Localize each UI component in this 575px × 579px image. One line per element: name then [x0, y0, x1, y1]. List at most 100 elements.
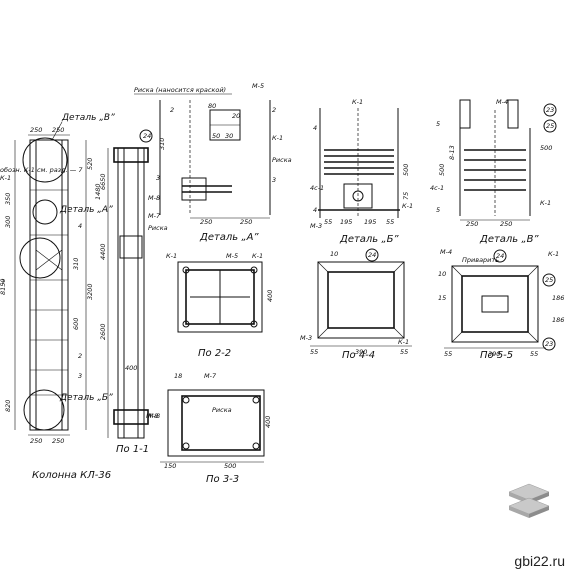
column-detail-v-label: Деталь „В”	[61, 113, 115, 123]
detV-caption: Деталь „В”	[479, 234, 539, 245]
detV-dim-500: 500	[438, 164, 446, 176]
detA-riska2: Риска	[272, 156, 292, 164]
section-4-4: 10 24 М-3 К-1 55 390 55 По 4-4	[300, 248, 412, 361]
s55-dim-10: 10	[438, 270, 446, 278]
s22-k1b: К-1	[252, 252, 263, 260]
detB-sec4b: 4	[313, 206, 317, 214]
column-caption: Колонна КЛ-36	[32, 470, 111, 481]
s55-weld-note: Приварить	[462, 256, 499, 264]
detA-dim-250b: 250	[240, 218, 252, 226]
section-3-3: 18 М-7 Риска М-8 400 150 500 По 3-3	[148, 372, 272, 485]
column-dim-820: 820	[4, 400, 12, 412]
detA-riska: Риска	[148, 224, 168, 232]
s22-caption: По 2-2	[198, 348, 231, 359]
s33-dim-150: 150	[164, 462, 176, 470]
column-lattice	[30, 189, 68, 396]
column-detail-b-label: Деталь „Б”	[59, 393, 113, 403]
s55-dim-55b: 55	[530, 350, 538, 358]
detA-dim-80: 80	[208, 102, 216, 110]
detA-riska-note: Риска (наносится краской)	[134, 86, 226, 94]
column-k1: К-1	[0, 174, 11, 182]
s55-circle-24: 24	[496, 252, 504, 260]
s33-dim-400: 400	[264, 416, 272, 428]
s22-k1: К-1	[166, 252, 177, 260]
site-logo-icon	[505, 478, 553, 526]
s44-m3: М-3	[300, 334, 312, 342]
s11-dim-4400: 4400	[99, 243, 107, 260]
s55-circle-25: 25	[545, 276, 553, 284]
detA-dim-20: 20	[232, 112, 240, 120]
s11-m8: М-8	[146, 412, 158, 420]
detV-hatch	[464, 149, 526, 191]
column-section-4: 4	[78, 222, 82, 230]
column-section-1: 1	[1, 278, 5, 286]
column-dim-bottom: 250	[30, 437, 42, 445]
detV-k1: К-1	[540, 199, 551, 207]
detA-dim-30: 30	[225, 132, 233, 140]
detA-sec3b: 3	[272, 176, 276, 184]
s33-dim-500: 500	[224, 462, 236, 470]
s11-circle-24: 24	[143, 132, 151, 140]
detail-a-view: Риска (наносится краской) М-5 50 30 20 К…	[134, 82, 292, 243]
detV-m4: М-4	[496, 98, 508, 106]
site-watermark[interactable]: gbi22.ru	[514, 553, 565, 569]
detV-sec5b: 5	[436, 206, 440, 214]
detA-dim-250: 250	[200, 218, 212, 226]
column-dim-1480: 1480	[94, 183, 102, 200]
s55-circle-23: 23	[545, 340, 553, 348]
section-5-5: М-4 Приварить 24 К-1 25 23 186 186 10 15…	[438, 248, 564, 361]
detB-dim-500: 500	[402, 164, 410, 176]
s11-dim-400: 400	[125, 364, 137, 372]
detA-sec3: 3	[156, 174, 160, 182]
detV-dim-250b: 250	[500, 220, 512, 228]
column-bolt-note: обозн. К-1 см. разд. — 7	[0, 166, 83, 174]
s33-dim-18: 18	[174, 372, 182, 380]
s55-dim-55: 55	[444, 350, 452, 358]
s33-caption: По 3-3	[206, 474, 239, 485]
detB-m3: М-3	[310, 222, 322, 230]
s33-riska: Риска	[212, 406, 232, 414]
s22-m5: М-5	[226, 252, 238, 260]
s55-caption: По 5-5	[480, 350, 513, 361]
s44-dim-10: 10	[330, 250, 338, 258]
detA-m7: М-7	[148, 212, 161, 220]
detV-dim-250: 250	[466, 220, 478, 228]
detB-dim-195: 195	[340, 218, 352, 226]
detA-dim-50: 50	[212, 132, 220, 140]
s11-dim-6650: 6650	[99, 173, 107, 190]
column-section-2: 2	[78, 352, 82, 360]
s44-dim-55b: 55	[400, 348, 408, 356]
column-dim-520: 520	[86, 158, 94, 170]
detB-sec4c: 4с-1	[310, 184, 324, 192]
s44-circle-24: 24	[368, 251, 376, 259]
section-1-1: 24 4400 2600 6650 400 М-8 По 1-1	[99, 129, 158, 455]
detB-dim-75: 75	[402, 192, 410, 200]
detV-dim-8-13: 8-13	[448, 145, 456, 160]
s44-caption: По 4-4	[342, 350, 375, 361]
column-section-3: 3	[78, 372, 82, 380]
s11-dim-2600: 2600	[99, 323, 107, 340]
detA-m8: М-8	[148, 194, 160, 202]
column-dim-total: 8150	[0, 278, 7, 295]
column-dim-600: 600	[72, 318, 80, 330]
column-elevation: 250 250 8150 350 300 820 520	[0, 113, 115, 481]
detV-sec5c: 4с-1	[430, 184, 444, 192]
detail-v-view: М-4 23 25 5 5 4с-1 8-13 500 К-1 250 250 …	[430, 98, 557, 245]
section-2-2: К-1 М-5 К-1 400 По 2-2	[166, 252, 274, 359]
detV-circle-23: 23	[546, 106, 554, 114]
s55-dim-15: 15	[438, 294, 446, 302]
detA-sec2b: 2	[272, 106, 276, 114]
s55-m4: М-4	[440, 248, 452, 256]
column-dim-top: 250	[30, 126, 42, 134]
s44-k1: К-1	[398, 338, 409, 346]
s55-k1: К-1	[548, 250, 559, 258]
detA-k1: К-1	[272, 134, 283, 142]
column-dim-3200: 3200	[86, 283, 94, 300]
detA-caption: Деталь „А”	[199, 232, 259, 243]
column-dim-350: 350	[4, 193, 12, 205]
column-dim-bottom2: 250	[52, 437, 64, 445]
column-dim-300: 300	[4, 216, 12, 228]
detB-sec4: 4	[313, 124, 317, 132]
